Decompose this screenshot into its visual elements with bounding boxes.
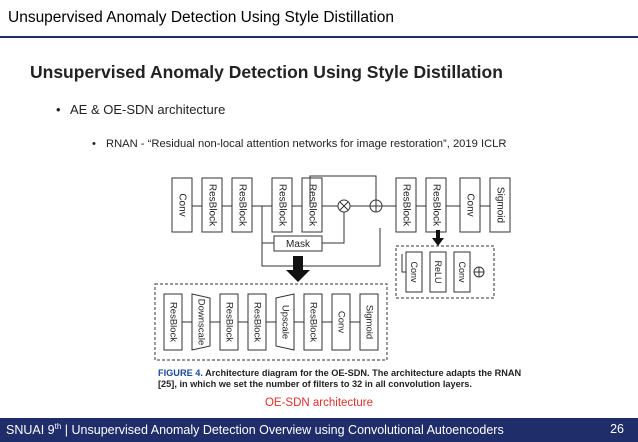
- layer-label: Conv: [336, 311, 347, 333]
- layer-block: ReLU: [429, 251, 447, 293]
- layer-label: ResBlock: [277, 184, 288, 227]
- layer-label: ResBlock: [237, 184, 248, 227]
- layer-label: ResBlock: [252, 302, 263, 342]
- slide-title: Unsupervised Anomaly Detection Using Sty…: [30, 62, 503, 82]
- footer-org: SNUAI 9: [6, 423, 55, 438]
- layer-block: ResBlock: [425, 177, 447, 233]
- subblock-add-node: [473, 266, 485, 278]
- figure-label: OE-SDN architecture: [264, 397, 373, 409]
- layer-block: Conv: [405, 251, 423, 293]
- layer-block: Conv: [459, 177, 481, 233]
- bullet-1-text: AE & OE-SDN architecture: [70, 102, 226, 117]
- footer-left: SNUAI 9th | Unsupervised Anomaly Detecti…: [6, 422, 504, 437]
- layer-block: Upscale: [275, 293, 295, 351]
- layer-label: Conv: [465, 193, 476, 216]
- layer-block: Sigmoid: [489, 177, 511, 233]
- slide-header: Unsupervised Anomaly Detection Using Sty…: [0, 0, 638, 36]
- down-arrow-icon: [286, 256, 310, 282]
- bullet-dot: •: [56, 102, 61, 117]
- header-divider: [0, 36, 638, 38]
- layer-label: Downscale: [196, 299, 207, 345]
- mask-label: Mask: [286, 239, 311, 250]
- bullet-level-2: • RNAN - “Residual non-local attention ne…: [92, 138, 506, 150]
- layer-block: ResBlock: [231, 177, 253, 233]
- layer-label: Conv: [177, 193, 188, 216]
- layer-block: ResBlock: [271, 177, 293, 233]
- layer-label: ResBlock: [207, 184, 218, 227]
- mask-branch-blocks: ResBlock Downscale ResBlock ResBlock Upscale…: [163, 293, 379, 351]
- layer-block: Downscale: [191, 293, 211, 351]
- bullet-level-1: • AE & OE-SDN architecture: [56, 102, 225, 117]
- layer-block: ResBlock: [301, 177, 323, 233]
- footer-org-sup: th: [54, 422, 62, 431]
- layer-block: Conv: [331, 293, 351, 351]
- layer-block: Conv: [171, 177, 193, 233]
- header-title: Unsupervised Anomaly Detection Using Sty…: [8, 9, 394, 26]
- layer-label: ResBlock: [401, 184, 412, 227]
- mask-branch-container: [154, 283, 388, 361]
- add-node: [369, 199, 383, 213]
- bullet-dot: •: [92, 138, 96, 150]
- residual-subblock-layers: Conv ReLU Conv: [405, 251, 471, 293]
- slide-footer: SNUAI 9th | Unsupervised Anomaly Detecti…: [0, 418, 638, 442]
- layer-label: ReLU: [433, 260, 443, 283]
- caption-text: Architecture diagram for the OE-SDN. The…: [158, 368, 522, 389]
- figure-caption: FIGURE 4. Architecture diagram for the O…: [158, 368, 528, 390]
- footer-subtitle: Unsupervised Anomaly Detection Overview …: [71, 423, 504, 438]
- small-down-arrow-icon: [432, 230, 444, 246]
- top-row-blocks: Conv ResBlock ResBlock ResBlock ResBlock ResB…: [171, 177, 511, 233]
- layer-block: ResBlock: [201, 177, 223, 233]
- layer-label: Conv: [457, 261, 467, 283]
- layer-block: ResBlock: [163, 293, 183, 351]
- layer-block: ResBlock: [395, 177, 417, 233]
- page-number: 26: [610, 422, 624, 436]
- layer-label: ResBlock: [307, 184, 318, 227]
- layer-block: Conv: [453, 251, 471, 293]
- layer-block: ResBlock: [303, 293, 323, 351]
- layer-label: ResBlock: [224, 302, 235, 342]
- multiply-node: [337, 199, 351, 213]
- bullet-2-text: RNAN - “Residual non-local attention net…: [106, 138, 507, 150]
- layer-label: Upscale: [280, 305, 291, 339]
- layer-label: Conv: [409, 261, 419, 283]
- footer-separator: |: [61, 423, 72, 438]
- layer-label: ResBlock: [431, 184, 442, 227]
- layer-block: ResBlock: [247, 293, 267, 351]
- caption-label: FIGURE 4.: [158, 368, 203, 378]
- layer-label: ResBlock: [308, 302, 319, 342]
- layer-block: ResBlock: [219, 293, 239, 351]
- layer-label: Sigmoid: [495, 187, 506, 223]
- layer-label: Sigmoid: [364, 305, 375, 339]
- layer-block: Sigmoid: [359, 293, 379, 351]
- layer-label: ResBlock: [168, 302, 179, 342]
